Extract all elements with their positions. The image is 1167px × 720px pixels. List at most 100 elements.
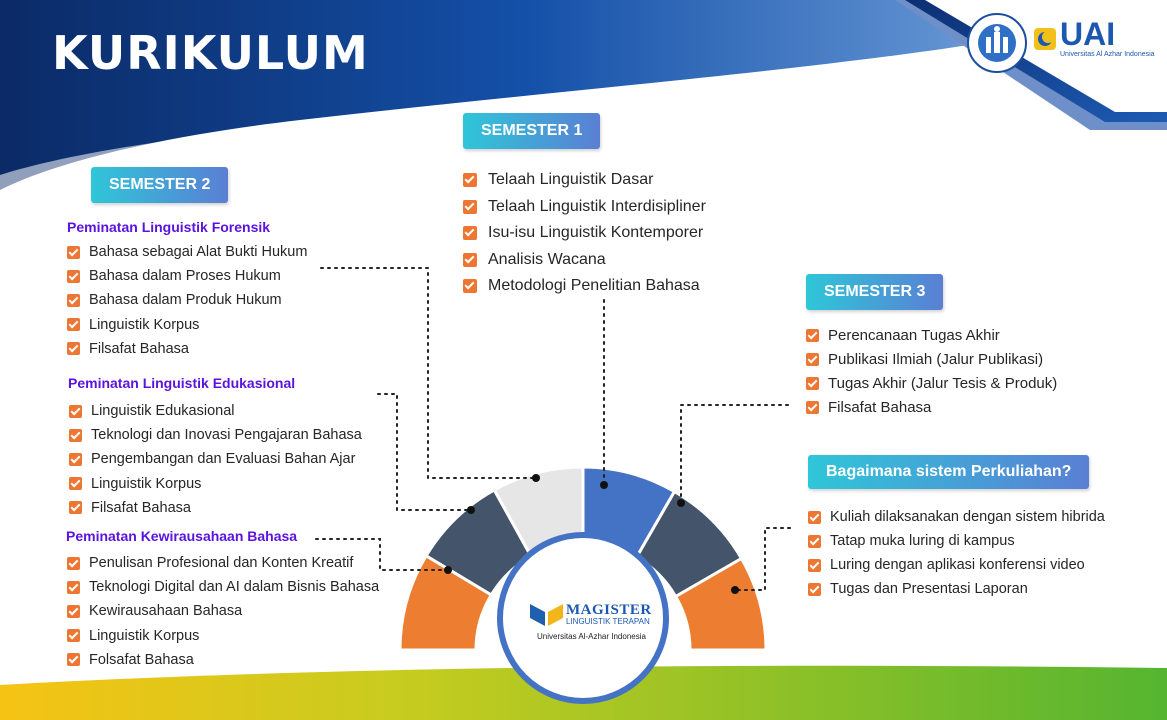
checkbox-icon — [67, 580, 80, 594]
list-item: Kewirausahaan Bahasa — [67, 599, 379, 623]
list-item-label: Telaah Linguistik Dasar — [488, 171, 654, 189]
yayasan-seal-logo — [967, 13, 1027, 73]
uai-logo-subtitle: Universitas Al Azhar Indonesia — [1060, 51, 1155, 58]
checkbox-icon — [69, 501, 82, 515]
dot-kewirausahaan — [444, 566, 452, 574]
center-logo-title: MAGISTER — [566, 602, 652, 618]
list-item-label: Publikasi Ilmiah (Jalur Publikasi) — [828, 350, 1044, 368]
checkbox-icon — [69, 404, 82, 418]
list-item-label: Folsafat Bahasa — [89, 651, 194, 668]
semester-1-badge: SEMESTER 1 — [463, 113, 601, 149]
checkbox-icon — [69, 428, 82, 442]
dot-semester-3 — [677, 499, 685, 507]
connector-forensik — [320, 267, 537, 479]
list-item-label: Pengembangan dan Evaluasi Bahan Ajar — [91, 451, 356, 468]
list-item: Linguistik Edukasional — [69, 399, 362, 423]
checkbox-icon — [806, 328, 819, 342]
list-item-label: Kewirausahaan Bahasa — [89, 603, 243, 620]
checkbox-icon — [67, 604, 80, 618]
kewirausahaan-heading: Peminatan Kewirausahaan Bahasa — [66, 528, 298, 544]
list-item-label: Tugas dan Presentasi Laporan — [830, 581, 1028, 597]
list-item-label: Linguistik Korpus — [91, 475, 202, 492]
list-item-label: Tugas Akhir (Jalur Tesis & Produk) — [828, 374, 1058, 392]
list-item-label: Teknologi Digital dan AI dalam Bisnis Ba… — [89, 579, 380, 596]
list-item-label: Luring dengan aplikasi konferensi video — [830, 557, 1085, 573]
center-logo-subtitle: LINGUISTIK TERAPAN — [566, 617, 650, 626]
list-item-label: Filsafat Bahasa — [828, 398, 932, 416]
connector-sistem — [734, 527, 791, 591]
checkbox-icon — [67, 629, 80, 643]
checkbox-icon — [808, 582, 821, 596]
list-item: Telaah Linguistik Dasar — [463, 167, 706, 194]
checkbox-icon — [463, 252, 477, 267]
forensik-heading: Peminatan Linguistik Forensik — [67, 219, 271, 235]
list-item-label: Isu-isu Linguistik Kontemporer — [488, 224, 704, 242]
list-item: Bahasa dalam Proses Hukum — [67, 264, 307, 288]
checkbox-icon — [806, 352, 819, 366]
checkbox-icon — [67, 556, 80, 570]
list-item: Tugas dan Presentasi Laporan — [808, 577, 1105, 601]
center-logo-ring — [497, 532, 669, 704]
dot-forensik — [532, 474, 540, 482]
list-item: Linguistik Korpus — [67, 624, 379, 648]
checkbox-icon — [67, 318, 80, 332]
list-item: Perencanaan Tugas Akhir — [806, 323, 1057, 347]
checkbox-icon — [67, 342, 80, 356]
checkbox-icon — [463, 173, 477, 188]
list-item-label: Teknologi dan Inovasi Pengajaran Bahasa — [91, 427, 362, 444]
connector-edukasional — [377, 393, 472, 511]
list-item-label: Bahasa dalam Proses Hukum — [89, 268, 281, 285]
semester-2-badge: SEMESTER 2 — [91, 167, 229, 203]
list-item-label: Perencanaan Tugas Akhir — [828, 326, 1000, 344]
list-item: Linguistik Korpus — [69, 472, 362, 496]
connector-semester-3 — [680, 404, 789, 504]
page-title: KURIKULUM — [52, 26, 369, 80]
checkbox-icon — [806, 376, 819, 390]
sistem-perkuliahan-list: Kuliah dilaksanakan dengan sistem hibrid… — [808, 505, 1105, 601]
checkbox-icon — [67, 269, 80, 283]
arc-segment-sistem — [673, 556, 768, 652]
list-item-label: Filsafat Bahasa — [89, 340, 189, 357]
semester-3-badge: SEMESTER 3 — [806, 274, 944, 310]
checkbox-icon — [69, 452, 82, 466]
list-item-label: Linguistik Korpus — [89, 627, 200, 644]
list-item: Bahasa dalam Produk Hukum — [67, 288, 307, 312]
dot-edukasional — [467, 506, 475, 514]
list-item-label: Analisis Wacana — [488, 250, 606, 268]
list-item: Filsafat Bahasa — [67, 337, 307, 361]
uai-logo-mark: UAI — [1060, 16, 1116, 52]
list-item-label: Telaah Linguistik Interdisipliner — [488, 197, 706, 215]
kewirausahaan-list: Penulisan Profesional dan Konten Kreatif… — [67, 551, 379, 672]
sistem-perkuliahan-badge: Bagaimana sistem Perkuliahan? — [808, 455, 1090, 489]
checkbox-icon — [463, 199, 477, 214]
checkbox-icon — [808, 558, 821, 572]
uai-crescent-logo — [1034, 28, 1056, 50]
list-item-label: Kuliah dilaksanakan dengan sistem hibrid… — [830, 509, 1105, 525]
list-item: Filsafat Bahasa — [69, 496, 362, 520]
list-item: Teknologi Digital dan AI dalam Bisnis Ba… — [67, 575, 379, 599]
list-item-label: Penulisan Profesional dan Konten Kreatif — [89, 555, 354, 572]
list-item: Metodologi Penelitian Bahasa — [463, 273, 706, 300]
checkbox-icon — [806, 400, 819, 414]
checkbox-icon — [67, 293, 80, 307]
checkbox-icon — [67, 245, 80, 259]
list-item: Analisis Wacana — [463, 247, 706, 274]
list-item: Kuliah dilaksanakan dengan sistem hibrid… — [808, 505, 1105, 529]
list-item: Publikasi Ilmiah (Jalur Publikasi) — [806, 347, 1057, 371]
checkbox-icon — [67, 653, 80, 667]
list-item-label: Bahasa sebagai Alat Bukti Hukum — [89, 244, 308, 261]
list-item: Bahasa sebagai Alat Bukti Hukum — [67, 240, 307, 264]
connector-kewirausahaan — [315, 538, 449, 571]
list-item: Linguistik Korpus — [67, 313, 307, 337]
list-item-label: Tatap muka luring di kampus — [830, 533, 1015, 549]
list-item: Filsafat Bahasa — [806, 395, 1057, 419]
list-item: Telaah Linguistik Interdisipliner — [463, 194, 706, 221]
list-item-label: Metodologi Penelitian Bahasa — [488, 277, 700, 295]
dot-sistem — [731, 586, 739, 594]
list-item: Pengembangan dan Evaluasi Bahan Ajar — [69, 447, 362, 471]
